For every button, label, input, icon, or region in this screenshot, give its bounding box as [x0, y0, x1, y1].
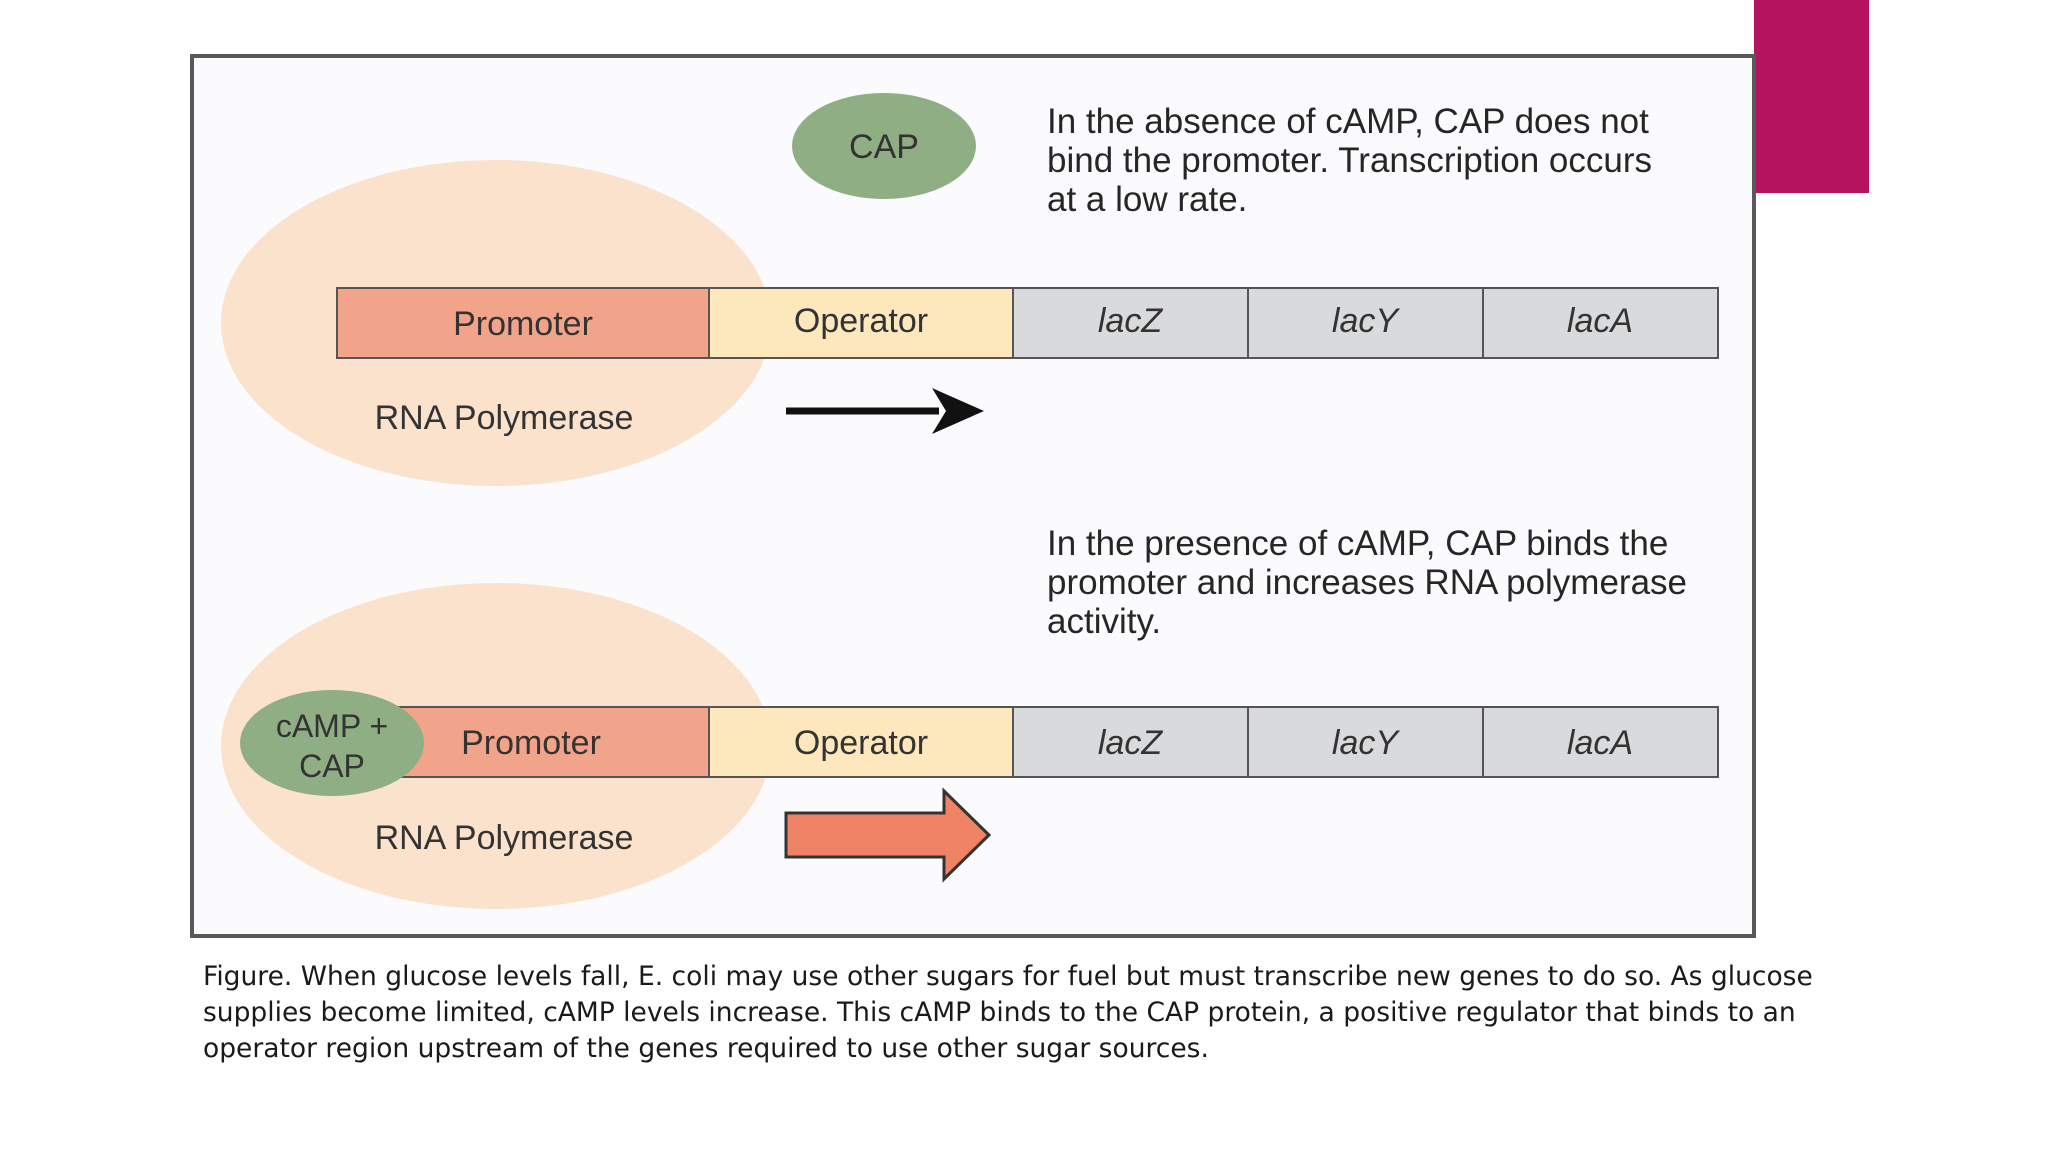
operator-label: Operator: [794, 724, 928, 762]
gene-label-laca: lacA: [1567, 302, 1633, 340]
rna-polymerase-label: RNA Polymerase: [375, 399, 634, 437]
lac-operon-diagram: CAP Promoter Operator lacZ lacY lacA RNA…: [221, 93, 1719, 909]
cap-oval: [792, 93, 976, 199]
gene-label-lacy: lacY: [1332, 302, 1400, 340]
gene-label-lacz: lacZ: [1098, 724, 1163, 762]
low-transcription-arrow: [786, 388, 984, 434]
promoter-label: Promoter: [453, 305, 593, 343]
high-transcription-arrow: [784, 787, 992, 883]
camp-cap-label-line2: CAP: [299, 748, 365, 784]
top-panel: CAP Promoter Operator lacZ lacY lacA RNA…: [221, 93, 1719, 486]
absence-note: In the absence of cAMP, CAP does not bin…: [1047, 102, 1653, 219]
camp-cap-oval: [240, 690, 424, 796]
rna-polymerase-label: RNA Polymerase: [375, 819, 634, 857]
gene-box-laca: [1482, 287, 1719, 359]
camp-cap-label-line1: cAMP +: [276, 708, 388, 744]
gene-box-lacy: [1247, 706, 1484, 778]
bottom-panel: Promoter Operator lacZ lacY lacA cAMP + …: [221, 583, 1719, 909]
gene-label-lacz: lacZ: [1098, 302, 1163, 340]
gene-box-laca: [1482, 706, 1719, 778]
operator-box: [708, 706, 1014, 778]
operator-box: [708, 287, 1014, 359]
promoter-label: Promoter: [461, 724, 601, 762]
gene-label-laca: lacA: [1567, 724, 1633, 762]
presence-note: In the presence of cAMP, CAP binds the p…: [1047, 524, 1688, 641]
operator-label: Operator: [794, 302, 928, 340]
gene-box-lacy: [1247, 287, 1484, 359]
gene-label-lacy: lacY: [1332, 724, 1400, 762]
cap-label: CAP: [849, 128, 919, 166]
gene-box-lacz: [1012, 706, 1249, 778]
figure-caption: Figure. When glucose levels fall, E. col…: [203, 961, 1813, 1064]
promoter-box: [336, 287, 710, 359]
accent-bar: [1754, 0, 1869, 193]
figure-frame: CAP Promoter Operator lacZ lacY lacA RNA…: [190, 54, 1756, 938]
